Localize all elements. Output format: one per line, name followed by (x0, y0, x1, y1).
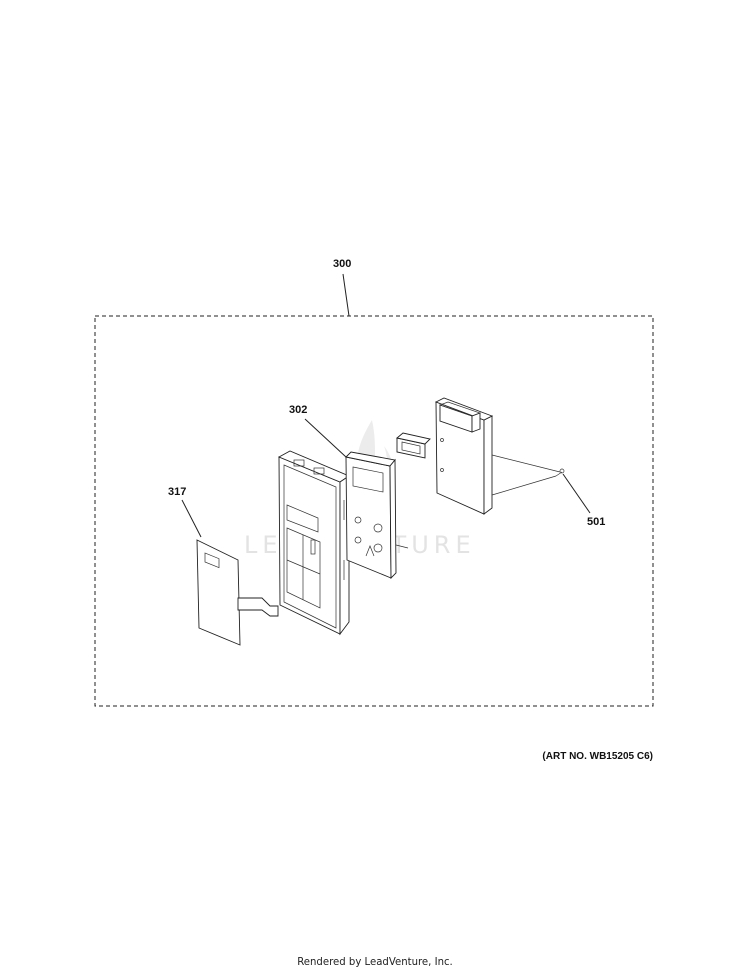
part-317-membrane-keypad[interactable] (196, 539, 279, 646)
callout-302: 302 (289, 404, 307, 416)
part-control-board[interactable] (434, 397, 561, 515)
part-501-screw[interactable] (555, 468, 565, 477)
callout-300: 300 (333, 258, 351, 270)
leader-300 (342, 273, 350, 317)
part-302-back-plate[interactable] (345, 451, 409, 580)
leader-501 (562, 473, 591, 514)
part-control-panel-frame[interactable] (277, 450, 350, 636)
footer-credit: Rendered by LeadVenture, Inc. (297, 955, 453, 968)
leader-302 (304, 418, 347, 458)
assembly-boundary (94, 315, 654, 707)
callout-317: 317 (168, 486, 186, 498)
leader-317 (181, 499, 202, 538)
part-connector-bracket[interactable] (396, 432, 431, 459)
art-number: (ART NO. WB15205 C6) (542, 751, 653, 762)
callout-501: 501 (587, 516, 605, 528)
